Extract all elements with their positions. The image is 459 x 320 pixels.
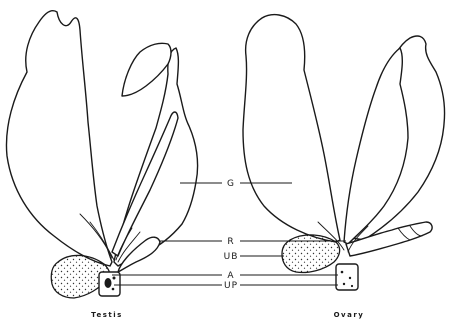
ovary-left-lobe <box>243 15 340 242</box>
ovary-right-lobe-front <box>344 48 408 244</box>
testis-left-lobe <box>6 11 112 266</box>
testis-papilla-opening <box>105 278 112 288</box>
label-ub: UB <box>224 252 239 262</box>
caption-testis: Testis <box>91 311 123 319</box>
label-g: G <box>227 179 235 189</box>
ovary-papilla <box>336 264 358 290</box>
label-a: A <box>227 271 234 281</box>
caption-ovary: Ovary <box>334 311 365 319</box>
testis-drawing <box>6 11 197 298</box>
ovary-drawing <box>243 15 445 290</box>
label-up: UP <box>224 281 238 291</box>
ovary-urinary-bladder <box>282 235 340 273</box>
label-r: R <box>227 237 234 247</box>
testis-right-lobe-fold <box>122 43 171 96</box>
